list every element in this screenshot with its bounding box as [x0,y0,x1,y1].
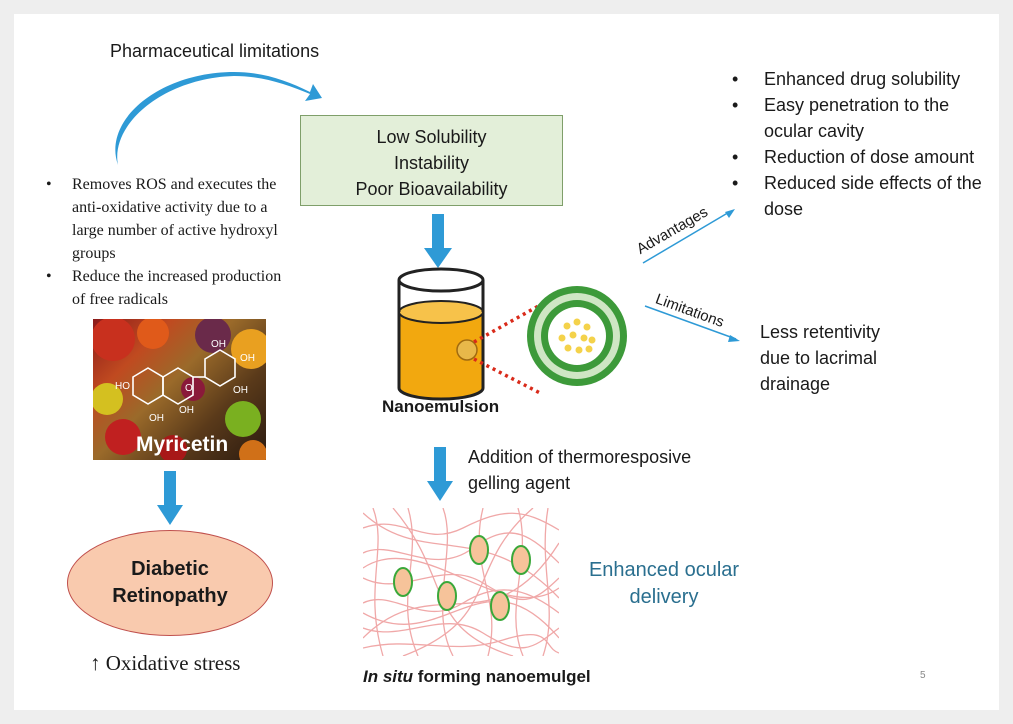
enhanced-delivery-text: Enhanced ocular delivery [588,559,740,608]
oxidative-stress: ↑ Oxidative stress [90,651,240,676]
left-bullet: Reduce the increased production of free … [42,265,297,311]
structure-label: OH [179,405,194,416]
advantage-item: Enhanced drug solubility [728,66,990,92]
oxidative-stress-text: Oxidative stress [105,651,241,675]
structure-label: OH [211,339,226,350]
structure-label: OH [233,385,248,396]
myricetin-label: Myricetin [136,433,229,456]
nanoemulsion-illustration [397,267,627,401]
advantage-item: Reduction of dose amount [728,144,990,170]
addition-text: Addition of thermoresposive gelling agen… [468,447,692,493]
up-arrow-icon: ↑ [90,651,101,675]
nanoemulgel-network [363,508,559,656]
problem-item: Instability [393,153,470,173]
structure-label: O [185,383,193,394]
gel-label: In situ forming nanoemulgel [363,667,591,687]
myricetin-photo: OH OH HO O OH OH OH Myricetin [93,319,266,460]
left-bullet-list: Removes ROS and executes the anti-oxidat… [42,173,297,311]
nanoemulsion-label: Nanoemulsion [382,397,500,416]
retinopathy-line2: Retinopathy [112,585,228,607]
structure-label: OH [149,413,164,424]
limitation-text: Less retentivity due to lacrimal drainag… [760,322,881,394]
fruit-background [93,319,266,460]
left-bullet: Removes ROS and executes the anti-oxidat… [42,173,297,265]
down-arrow-to-gel [427,447,453,501]
molecule-structure [132,349,236,405]
problem-item: Poor Bioavailability [355,179,508,199]
advantages-list: Enhanced drug solubility Easy penetratio… [728,66,990,222]
structure-label: HO [115,381,130,392]
problem-item: Low Solubility [376,127,487,147]
page-number: 5 [920,670,926,681]
problems-box: Low Solubility Instability Poor Bioavail… [300,115,563,206]
down-arrow-to-retinopathy [157,471,183,525]
gel-label-rest: forming nanoemulgel [413,667,591,686]
retinopathy-line1: Diabetic [131,558,209,580]
advantage-item: Reduced side effects of the dose [728,170,990,222]
structure-label: OH [240,353,255,364]
slide: Pharmaceutical limitations Low Solubilit… [14,14,999,710]
advantage-item: Easy penetration to the ocular cavity [728,92,990,144]
down-arrow-to-beaker [424,214,452,268]
pharma-limitations-label: Pharmaceutical limitations [110,41,320,61]
gel-label-italic: In situ [363,667,414,686]
diabetic-retinopathy-oval: Diabetic Retinopathy [67,530,273,636]
